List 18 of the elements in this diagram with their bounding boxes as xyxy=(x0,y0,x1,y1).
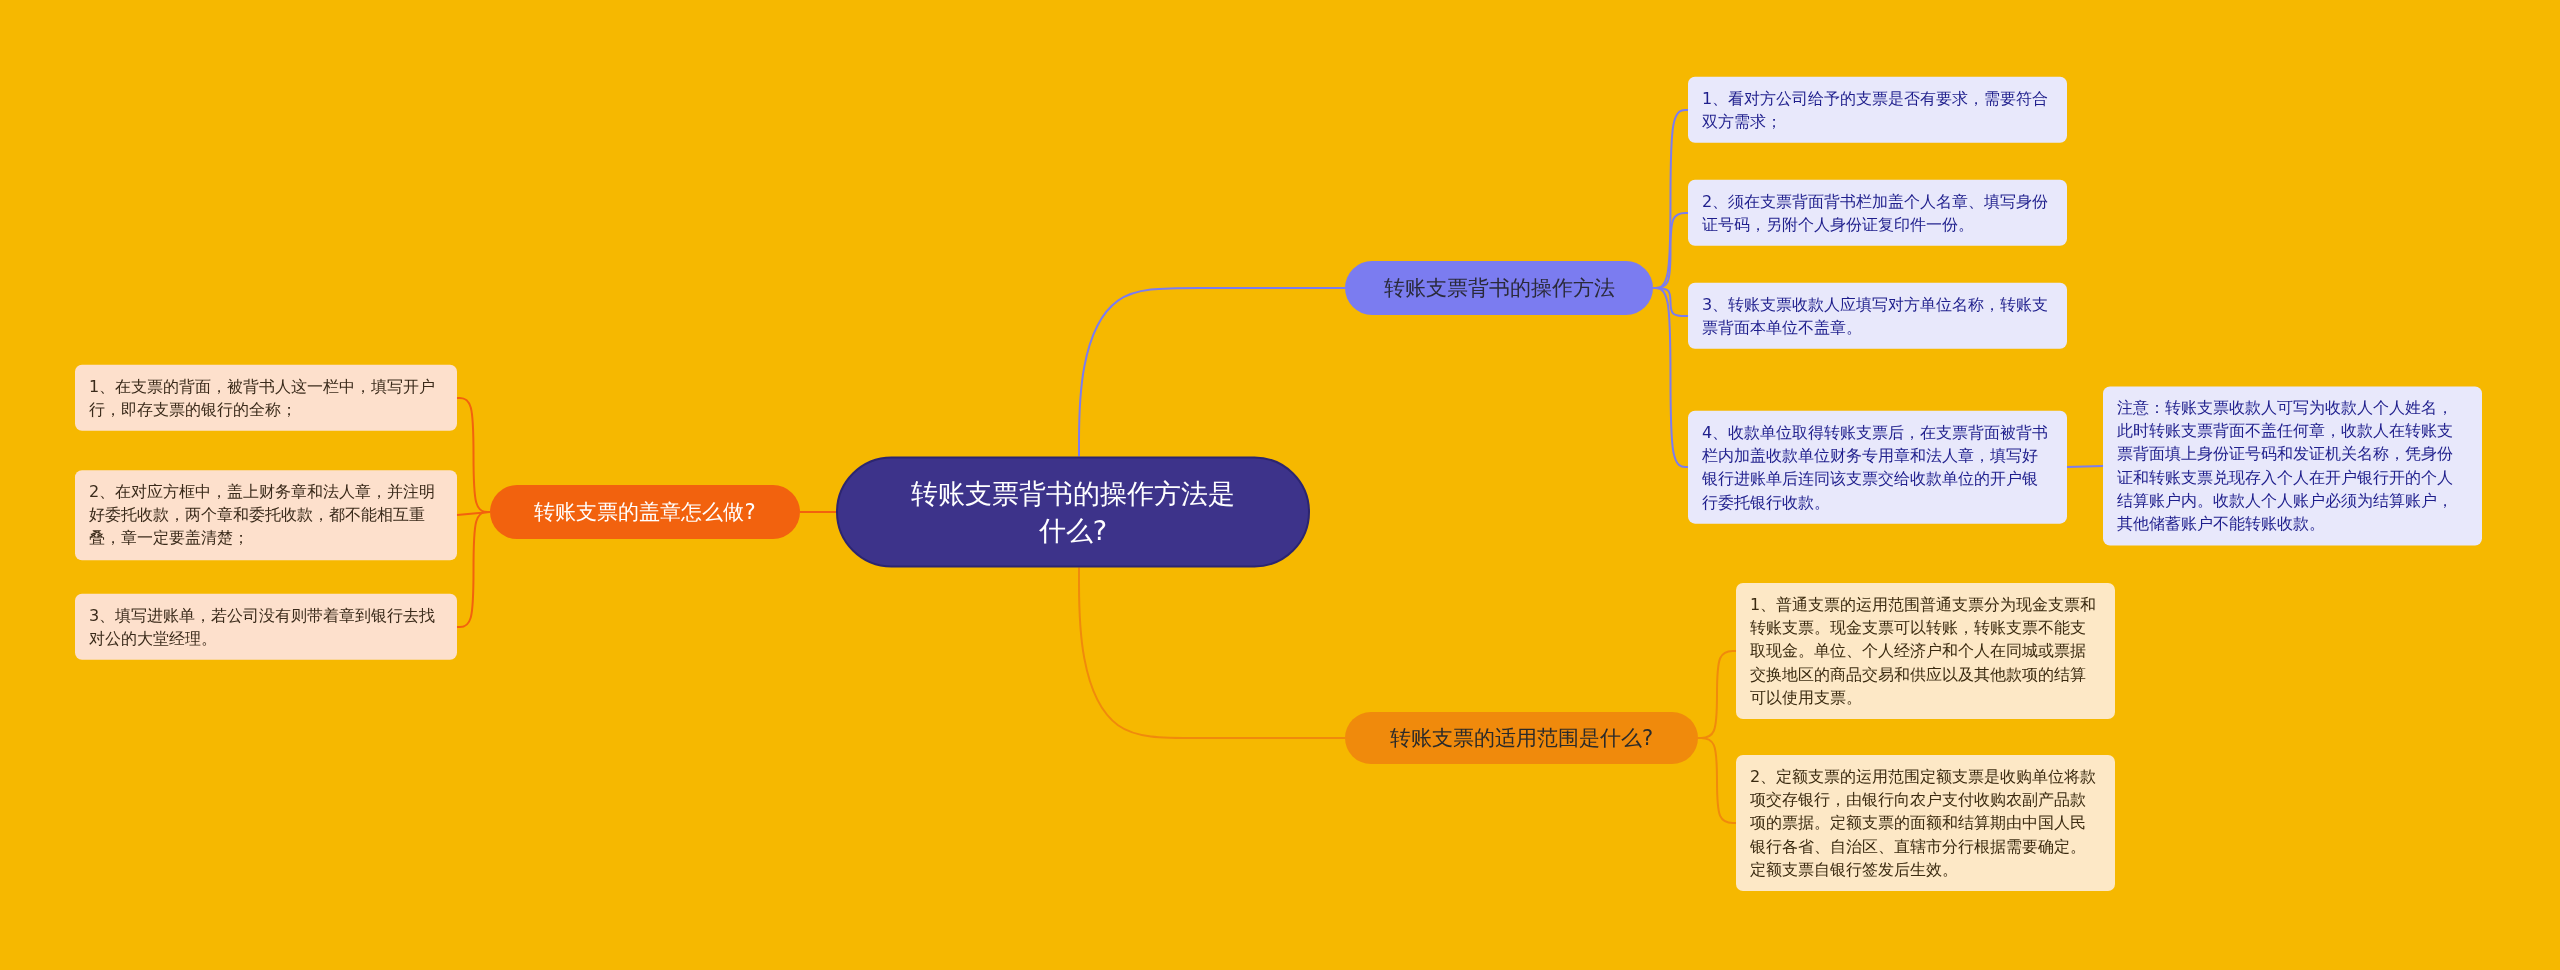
note-card: 2、须在支票背面背书栏加盖个人名章、填写身份证号码，另附个人身份证复印件一份。 xyxy=(1688,179,2067,247)
note-card: 1、看对方公司给予的支票是否有要求，需要符合双方需求； xyxy=(1688,76,2067,144)
note-card: 注意：转账支票收款人可写为收款人个人姓名，此时转账支票背面不盖任何章，收款人在转账支票背面填上身份证号码和发证机关名称，凭身份证和转账支票兑现存入个人在开户银行开的个人结算账户内。收款人个人账户必须为结算账户，其他储蓄账户不能转账收款。 xyxy=(2103,386,2482,546)
branch-topic: 转账支票背书的操作方法 xyxy=(1345,261,1653,315)
note-card: 1、普通支票的运用范围普通支票分为现金支票和转账支票。现金支票可以转账，转账支票不能支取现金。单位、个人经济户和个人在同城或票据交换地区的商品交易和供应以及其他款项的结算可以使用支票。 xyxy=(1736,583,2115,719)
note-card: 2、在对应方框中，盖上财务章和法人章，并注明好委托收款，两个章和委托收款，都不能相互重叠，章一定要盖清楚； xyxy=(75,470,457,560)
central-topic: 转账支票背书的操作方法是什么? xyxy=(836,456,1310,568)
note-card: 3、转账支票收款人应填写对方单位名称，转账支票背面本单位不盖章。 xyxy=(1688,282,2067,350)
connector-line xyxy=(1078,566,1346,739)
note-card: 1、在支票的背面，被背书人这一栏中，填写开户行，即存支票的银行的全称； xyxy=(75,364,457,432)
note-card: 4、收款单位取得转账支票后，在支票背面被背书栏内加盖收款单位财务专用章和法人章，填写好银行进账单后连同该支票交给收款单位的开户银行委托银行收款。 xyxy=(1688,410,2067,524)
branch-topic: 转账支票的适用范围是什么? xyxy=(1345,712,1698,764)
note-card: 3、填写进账单，若公司没有则带着章到银行去找对公的大堂经理。 xyxy=(75,593,457,661)
connector-line xyxy=(2066,465,2104,468)
branch-topic: 转账支票的盖章怎么做? xyxy=(490,485,800,539)
note-card: 2、定额支票的运用范围定额支票是收购单位将款项交存银行，由银行向农户支付收购农副产品款项的票据。定额支票的面额和结算期由中国人民银行各省、自治区、直辖市分行根据需要确定。定额支票自银行签发后生效。 xyxy=(1736,755,2115,891)
connector-line xyxy=(799,511,837,513)
connector-line xyxy=(1078,287,1346,458)
